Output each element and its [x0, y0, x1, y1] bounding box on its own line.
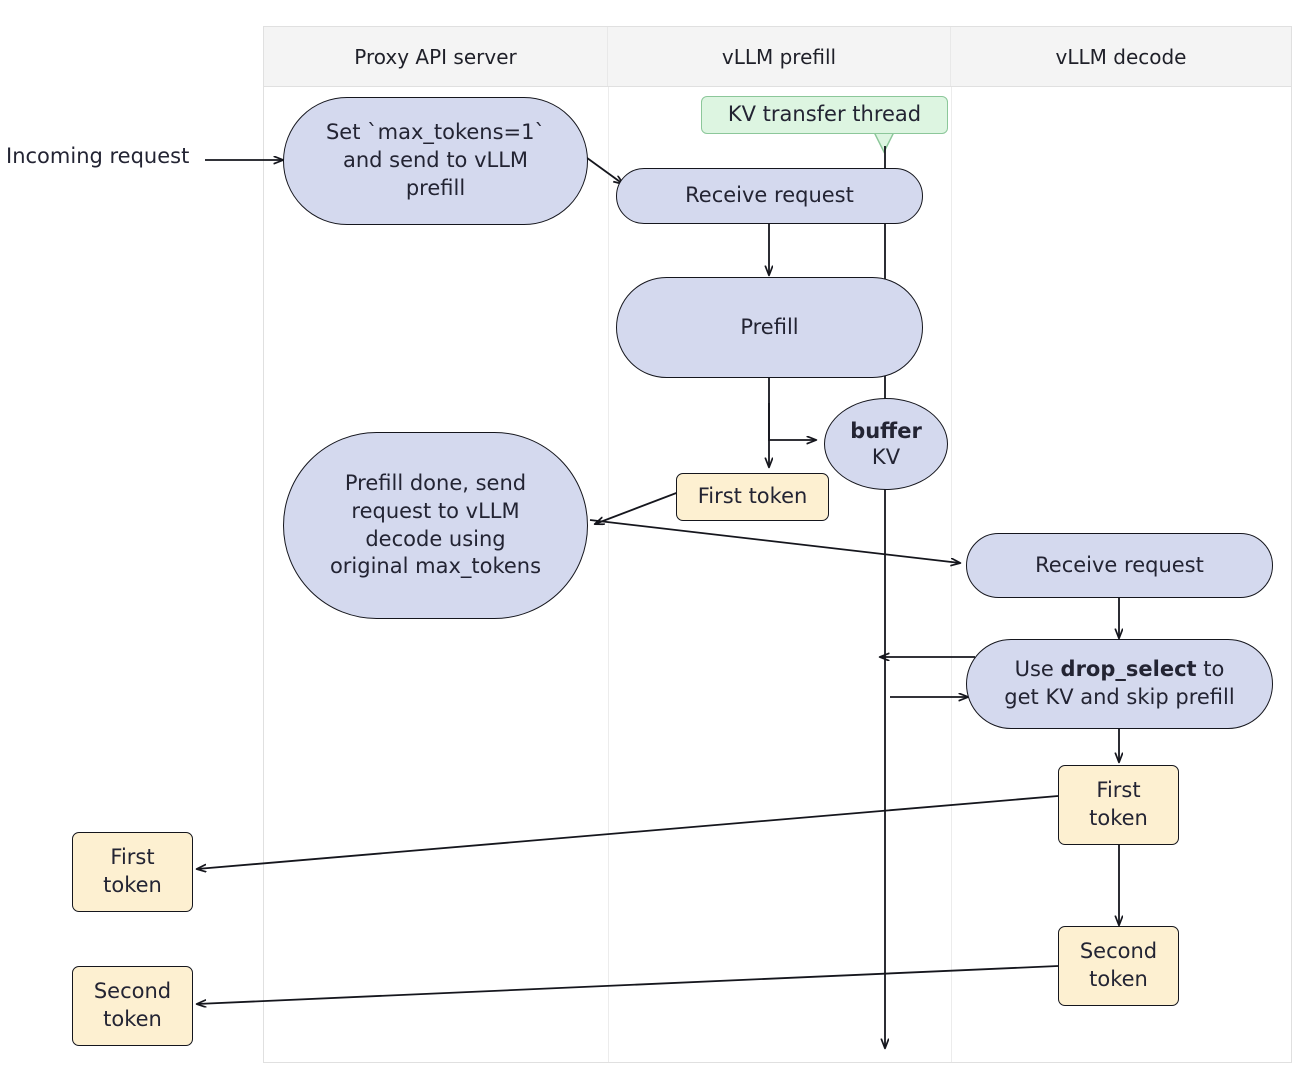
lane-header-decode: vLLM decode — [1055, 44, 1187, 69]
swimlane-header-row: Proxy API server vLLM prefill vLLM decod… — [264, 27, 1291, 87]
incoming-request-label: Incoming request — [6, 144, 190, 168]
lane-divider-2 — [951, 87, 952, 1062]
node-decode-second-token[interactable]: Second token — [1058, 926, 1179, 1006]
node-set-max-tokens[interactable]: Set `max_tokens=1` and send to vLLM pref… — [283, 97, 588, 225]
lane-header-prefill: vLLM prefill — [608, 27, 951, 86]
node-kv-transfer-thread-text: KV transfer thread — [727, 102, 922, 127]
node-prefill-text: Prefill — [740, 314, 799, 339]
node-buffer-kv-title: buffer — [850, 418, 922, 443]
lane-header-proxy: Proxy API server — [264, 27, 608, 86]
node-prefill-first-token-text: First token — [697, 484, 808, 509]
node-kv-transfer-thread[interactable]: KV transfer thread — [701, 96, 948, 134]
lane-divider-1 — [608, 87, 609, 1062]
node-prefill-receive-request[interactable]: Receive request — [616, 168, 923, 224]
node-prefill-done-text: Prefill done, send request to vLLM decod… — [329, 471, 542, 579]
node-decode-first-token[interactable]: First token — [1058, 765, 1179, 845]
node-prefill-receive-request-text: Receive request — [685, 183, 854, 208]
node-decode-first-token-text: First token — [1089, 778, 1148, 830]
node-prefill-done[interactable]: Prefill done, send request to vLLM decod… — [283, 432, 588, 619]
node-proxy-second-token[interactable]: Second token — [72, 966, 193, 1046]
node-prefill[interactable]: Prefill — [616, 277, 923, 378]
node-proxy-first-token-text: First token — [103, 845, 162, 897]
node-decode-receive-request[interactable]: Receive request — [966, 533, 1273, 598]
node-decode-second-token-text: Second token — [1079, 939, 1158, 991]
node-decode-receive-request-text: Receive request — [1035, 552, 1204, 577]
node-buffer-kv-subtitle: KV — [871, 445, 901, 469]
node-drop-select[interactable]: Use drop_select to get KV and skip prefi… — [966, 639, 1273, 729]
node-set-max-tokens-text: Set `max_tokens=1` and send to vLLM pref… — [325, 120, 546, 200]
node-proxy-first-token[interactable]: First token — [72, 832, 193, 912]
node-proxy-second-token-text: Second token — [93, 979, 172, 1031]
node-prefill-first-token[interactable]: First token — [676, 473, 829, 521]
node-drop-select-text: Use drop_select to get KV and skip prefi… — [1004, 657, 1235, 709]
node-buffer-kv[interactable]: buffer KV — [824, 398, 948, 490]
